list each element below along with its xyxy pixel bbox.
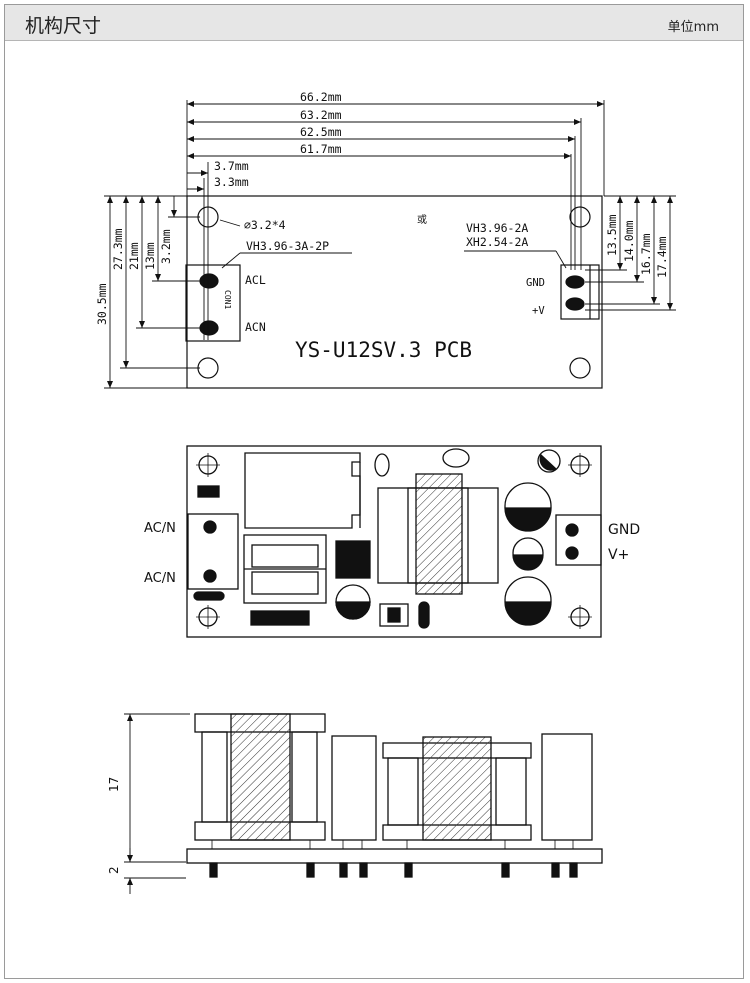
top-view (104, 100, 676, 389)
input-connector-outline (185, 264, 241, 342)
input-pin (199, 320, 219, 336)
dim-3-3: 3.3mm (214, 175, 249, 189)
height-2: 2 (107, 866, 121, 874)
output-gnd-label: GND (608, 522, 640, 538)
page-title: 机构尺寸 (25, 15, 102, 37)
output-terminal (555, 514, 602, 566)
dim-30-5: 30.5mm (95, 283, 109, 325)
x-capacitor (244, 452, 361, 529)
fuse (197, 485, 220, 498)
pin-acn-label: ACN (245, 320, 266, 334)
component-view (186, 445, 602, 638)
input-resistor (193, 591, 225, 601)
capacitor-side (331, 735, 377, 841)
hole-note: ⌀3.2*4 (244, 218, 286, 232)
dim-66-2: 66.2mm (300, 90, 342, 104)
input-connector-spec: VH3.96-3A-2P (246, 239, 329, 253)
output-connector-spec-1: VH3.96-2A (466, 221, 528, 235)
output-connector-spec-2: XH2.54-2A (466, 235, 528, 249)
pin-v-label: +V (532, 305, 545, 317)
output-connector-outline (560, 264, 600, 320)
output-pin (565, 297, 585, 311)
board-name: YS-U12SV.3 PCB (295, 338, 472, 362)
mounting-hole (568, 605, 592, 629)
mounting-hole (569, 357, 591, 379)
output-pin (565, 275, 585, 289)
diode (418, 601, 430, 629)
dim-21: 21mm (127, 242, 141, 270)
input-label-2: AC/N (144, 571, 176, 586)
dim-13-5: 13.5mm (605, 214, 619, 256)
dim-16-7: 16.7mm (639, 233, 653, 275)
mounting-hole (196, 453, 220, 477)
thermistor (374, 453, 390, 477)
pin-gnd-label: GND (526, 277, 545, 289)
input-pin (199, 273, 219, 289)
mounting-hole (569, 206, 591, 228)
ic-chip (335, 540, 371, 579)
or-text: 或 (417, 214, 427, 226)
y-capacitor (442, 448, 470, 468)
output-capacitor-side (541, 733, 593, 841)
dim-62-5: 62.5mm (300, 125, 342, 139)
mounting-hole (197, 357, 219, 379)
dim-3-7: 3.7mm (214, 159, 249, 173)
side-view (124, 713, 603, 894)
con1-label: CON1 (223, 290, 232, 309)
pcb-outline (186, 195, 603, 389)
led (537, 449, 561, 473)
resistor-strip (250, 610, 310, 626)
input-terminal (187, 513, 239, 590)
dim-13: 13mm (143, 242, 157, 270)
mounting-hole (568, 453, 592, 477)
dim-63-2: 63.2mm (300, 108, 342, 122)
unit-label: 单位mm (667, 20, 719, 35)
pcb-side (186, 848, 603, 864)
output-transformer-side (382, 736, 532, 841)
dim-27-3: 27.3mm (111, 228, 125, 270)
mounting-hole (196, 605, 220, 629)
header-bar: 机构尺寸 单位mm (5, 5, 743, 41)
pin-acl-label: ACL (245, 273, 266, 287)
dim-3-2: 3.2mm (159, 229, 173, 264)
transformer-side (194, 713, 326, 841)
dim-17-4: 17.4mm (655, 236, 669, 278)
dim-14-0: 14.0mm (622, 220, 636, 262)
output-v-label: V+ (608, 547, 629, 563)
bridge-chip (379, 603, 409, 627)
dim-61-7: 61.7mm (300, 142, 342, 156)
height-17: 17 (107, 777, 121, 792)
input-label-1: AC/N (144, 521, 176, 536)
